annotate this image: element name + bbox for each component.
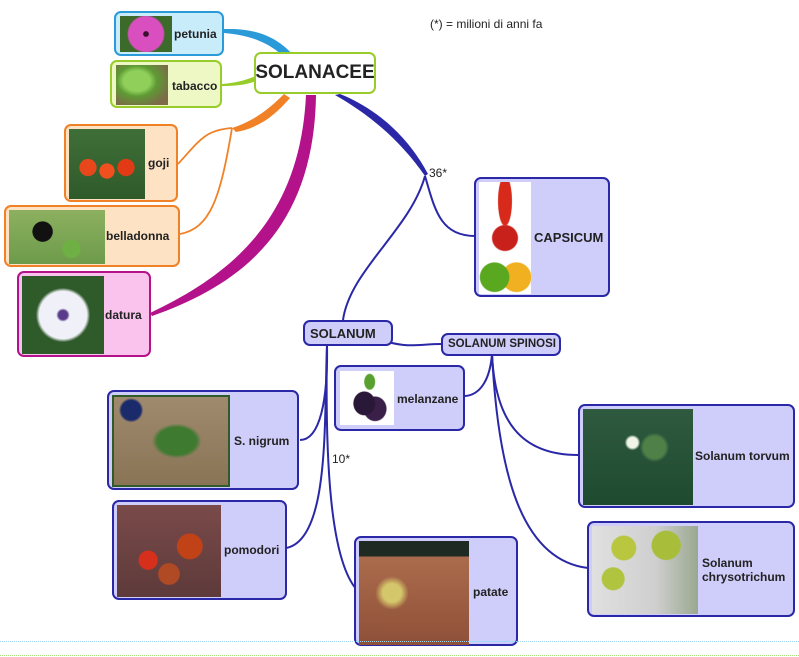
node-label: Solanum chrysotrichum: [702, 556, 786, 584]
node-goji[interactable]: goji: [64, 124, 178, 202]
node-label: datura: [105, 308, 142, 322]
datura-image: [22, 276, 104, 354]
melanzane-image: [340, 371, 394, 425]
branch-goji-belladonna: [232, 94, 290, 132]
solanum-torvum-image: [583, 409, 693, 505]
root-label: SOLANACEE: [255, 62, 375, 83]
background-dotted-line: [0, 641, 799, 643]
node-label: SOLANUM: [310, 326, 376, 341]
node-s-nigrum[interactable]: S. nigrum: [107, 390, 299, 490]
node-belladonna[interactable]: belladonna: [4, 205, 180, 267]
node-label: S. nigrum: [234, 434, 290, 448]
s-nigrum-image: [112, 395, 230, 487]
pomodori-image: [117, 505, 221, 597]
branch-tabacco: [222, 76, 256, 86]
node-solanum[interactable]: SOLANUM: [303, 320, 393, 346]
branch-datura: [150, 95, 316, 316]
background-dotted-line: [0, 655, 799, 657]
branch-belladonna: [179, 127, 233, 235]
node-pomodori[interactable]: pomodori: [112, 500, 287, 600]
node-datura[interactable]: datura: [17, 271, 151, 357]
node-label: Solanum torvum: [695, 449, 790, 463]
node-solanum-spinosi[interactable]: SOLANUM SPINOSI: [441, 333, 561, 356]
node-label: tabacco: [172, 79, 218, 93]
node-melanzane[interactable]: melanzane: [334, 365, 465, 431]
branch-chrysotrichum: [491, 353, 589, 569]
node-label: CAPSICUM: [534, 230, 604, 245]
node-label: goji: [148, 156, 170, 170]
node-petunia[interactable]: petunia: [114, 11, 224, 56]
branch-patate: [325, 344, 358, 591]
root-node-solanacee[interactable]: SOLANACEE: [254, 52, 376, 94]
capsicum-image: [479, 182, 531, 294]
node-label: petunia: [174, 27, 217, 41]
node-label: pomodori: [224, 543, 280, 557]
node-label: melanzane: [397, 392, 459, 406]
patate-image: [359, 541, 469, 645]
solanum-chrysotrichum-image: [592, 526, 698, 614]
node-label: SOLANUM SPINOSI: [448, 338, 556, 350]
node-solanum-chrysotrichum[interactable]: Solanum chrysotrichum: [587, 521, 795, 617]
belladonna-image: [9, 210, 105, 264]
goji-image: [69, 129, 145, 199]
node-label: patate: [473, 585, 509, 599]
node-capsicum[interactable]: CAPSICUM: [474, 177, 610, 297]
branch-torvum: [491, 353, 579, 456]
branch-solanum-main: [335, 94, 428, 176]
tabacco-image: [116, 65, 168, 105]
branch-solanum: [342, 175, 426, 321]
node-patate[interactable]: patate: [354, 536, 518, 646]
branch-s-nigrum: [299, 344, 329, 441]
node-solanum-torvum[interactable]: Solanum torvum: [578, 404, 795, 508]
petunia-image: [120, 16, 172, 52]
branch-goji: [177, 127, 233, 165]
legend-note: (*) = milioni di anni fa: [430, 17, 543, 31]
divergence-label-36: 36*: [429, 166, 448, 180]
branch-melanzane: [464, 353, 493, 397]
node-tabacco[interactable]: tabacco: [110, 60, 222, 108]
branch-capsicum: [424, 175, 477, 237]
node-label: belladonna: [106, 229, 170, 243]
branch-solanum-spinosi: [387, 341, 443, 347]
divergence-label-10: 10*: [332, 452, 351, 466]
